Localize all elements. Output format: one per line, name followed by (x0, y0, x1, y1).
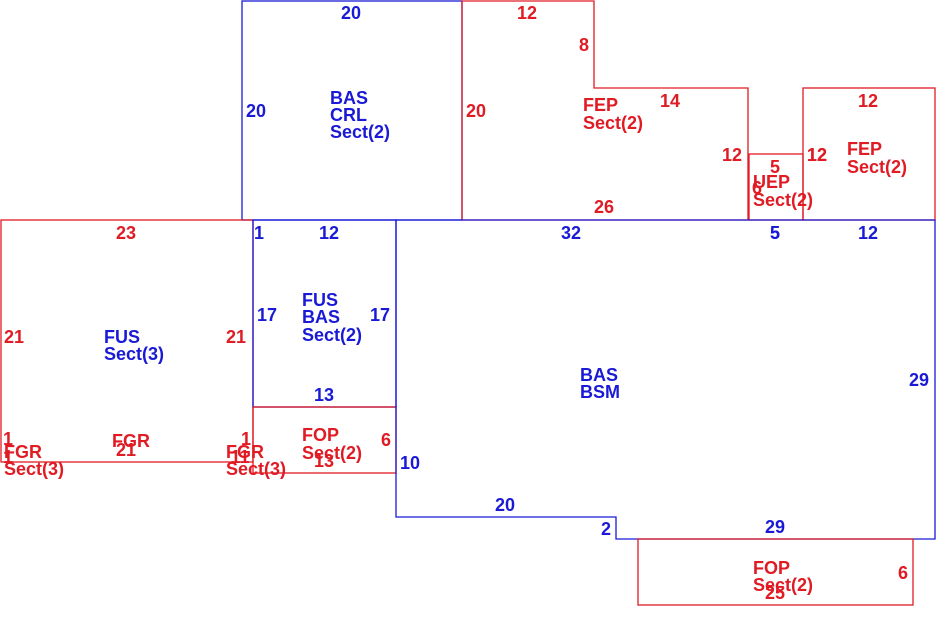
fus-bas-label-line1: FUS (302, 290, 338, 310)
fop-bottom-dim-bottom: 25 (765, 583, 785, 603)
fgr-right-dim: 11 (230, 447, 249, 467)
uep-dim-top: 5 (770, 157, 780, 177)
fop-bottom-outline (637, 538, 914, 606)
uep-dim-right: 12 (807, 145, 827, 165)
bas-bsm-dim-right: 29 (909, 370, 929, 390)
bas-bsm-label-line2: BSM (580, 382, 620, 402)
fop-bottom-label-line2: Sect(2) (753, 575, 813, 595)
fgr-right-label-line1: FGR (226, 442, 264, 462)
bas-bsm-dim-left: 10 (400, 453, 420, 473)
fgr-left-dim: 1 (3, 447, 13, 467)
fep-top-dim-left: 20 (466, 101, 486, 121)
fop-bottom-dim-right: 6 (898, 563, 908, 583)
fgr-left-label-line2: Sect(3) (4, 459, 64, 479)
fop-mid-dim-bottom: 13 (314, 451, 334, 471)
fep-top-dim-top: 12 (517, 3, 537, 23)
fus-left-dim-left: 21 (4, 327, 24, 347)
fus-left-dim-corner-right: 1 (241, 429, 251, 449)
fus-bas-dim-right: 17 (370, 305, 390, 325)
fus-left-dim-top: 23 (116, 223, 136, 243)
fgr-mid-label: FGR (112, 431, 150, 451)
fep-right-label-line1: FEP (847, 139, 882, 159)
bas-bsm-dim-top-right: 12 (858, 223, 878, 243)
uep-label-line2: Sect(2) (753, 190, 813, 210)
fep-right-label-line2: Sect(2) (847, 157, 907, 177)
fus-left-dim-bottom: 21 (116, 440, 136, 460)
fus-left-label-line2: Sect(3) (104, 344, 164, 364)
fus-bas-dim-left: 17 (257, 305, 277, 325)
bas-bsm-dim-bottom-right: 29 (765, 517, 785, 537)
fep-right-dim-left: 12 (807, 145, 827, 165)
bas-crl-dim-left: 20 (246, 101, 266, 121)
fus-left-dim-right: 21 (226, 327, 246, 347)
bas-crl-label-line2: CRL (330, 105, 367, 125)
bas-crl-label-line1: BAS (330, 88, 368, 108)
fop-mid-label-line1: FOP (302, 425, 339, 445)
uep-dim-bottom: 5 (770, 223, 780, 243)
bas-bsm-label-line1: BAS (580, 365, 618, 385)
fus-bas-label-line2: BAS (302, 307, 340, 327)
bas-bsm-dim-top: 32 (561, 223, 581, 243)
fgr-right-label-line2: Sect(3) (226, 459, 286, 479)
bas-bsm-dim-bottom-left: 20 (495, 495, 515, 515)
fep-top-label-line1: FEP (583, 95, 618, 115)
bas-bsm-outline (395, 219, 936, 540)
fep-right-dim-top: 12 (858, 91, 878, 111)
bas-bsm-dim-step: 2 (601, 519, 611, 539)
fep-top-dim-step: 8 (579, 35, 589, 55)
bas-crl-dim-top: 20 (341, 3, 361, 23)
fus-bas-label-line3: Sect(2) (302, 325, 362, 345)
fus-bas-dim-corner: 1 (254, 223, 264, 243)
fep-top-dim-ledge: 14 (660, 91, 680, 111)
fus-left-label-line1: FUS (104, 327, 140, 347)
fus-bas-dim-bottom: 13 (314, 385, 334, 405)
fgr-left-label-line1: FGR (4, 442, 42, 462)
fep-top-dim-right: 12 (722, 145, 742, 165)
fop-bottom-label-line1: FOP (753, 558, 790, 578)
fop-mid-dim-right: 6 (381, 430, 391, 450)
fop-mid-label-line2: Sect(2) (302, 443, 362, 463)
fus-left-dim-corner-left: 1 (3, 429, 13, 449)
fep-top-dim-bottom: 26 (594, 197, 614, 217)
bas-bsm-dim-top-uep: 5 (770, 223, 780, 243)
bas-crl-label-line3: Sect(2) (330, 122, 390, 142)
uep-dim-left: 6 (752, 178, 762, 198)
fep-top-label-line2: Sect(2) (583, 113, 643, 133)
fus-bas-dim-top: 12 (319, 223, 339, 243)
uep-label-line1: UEP (753, 172, 790, 192)
